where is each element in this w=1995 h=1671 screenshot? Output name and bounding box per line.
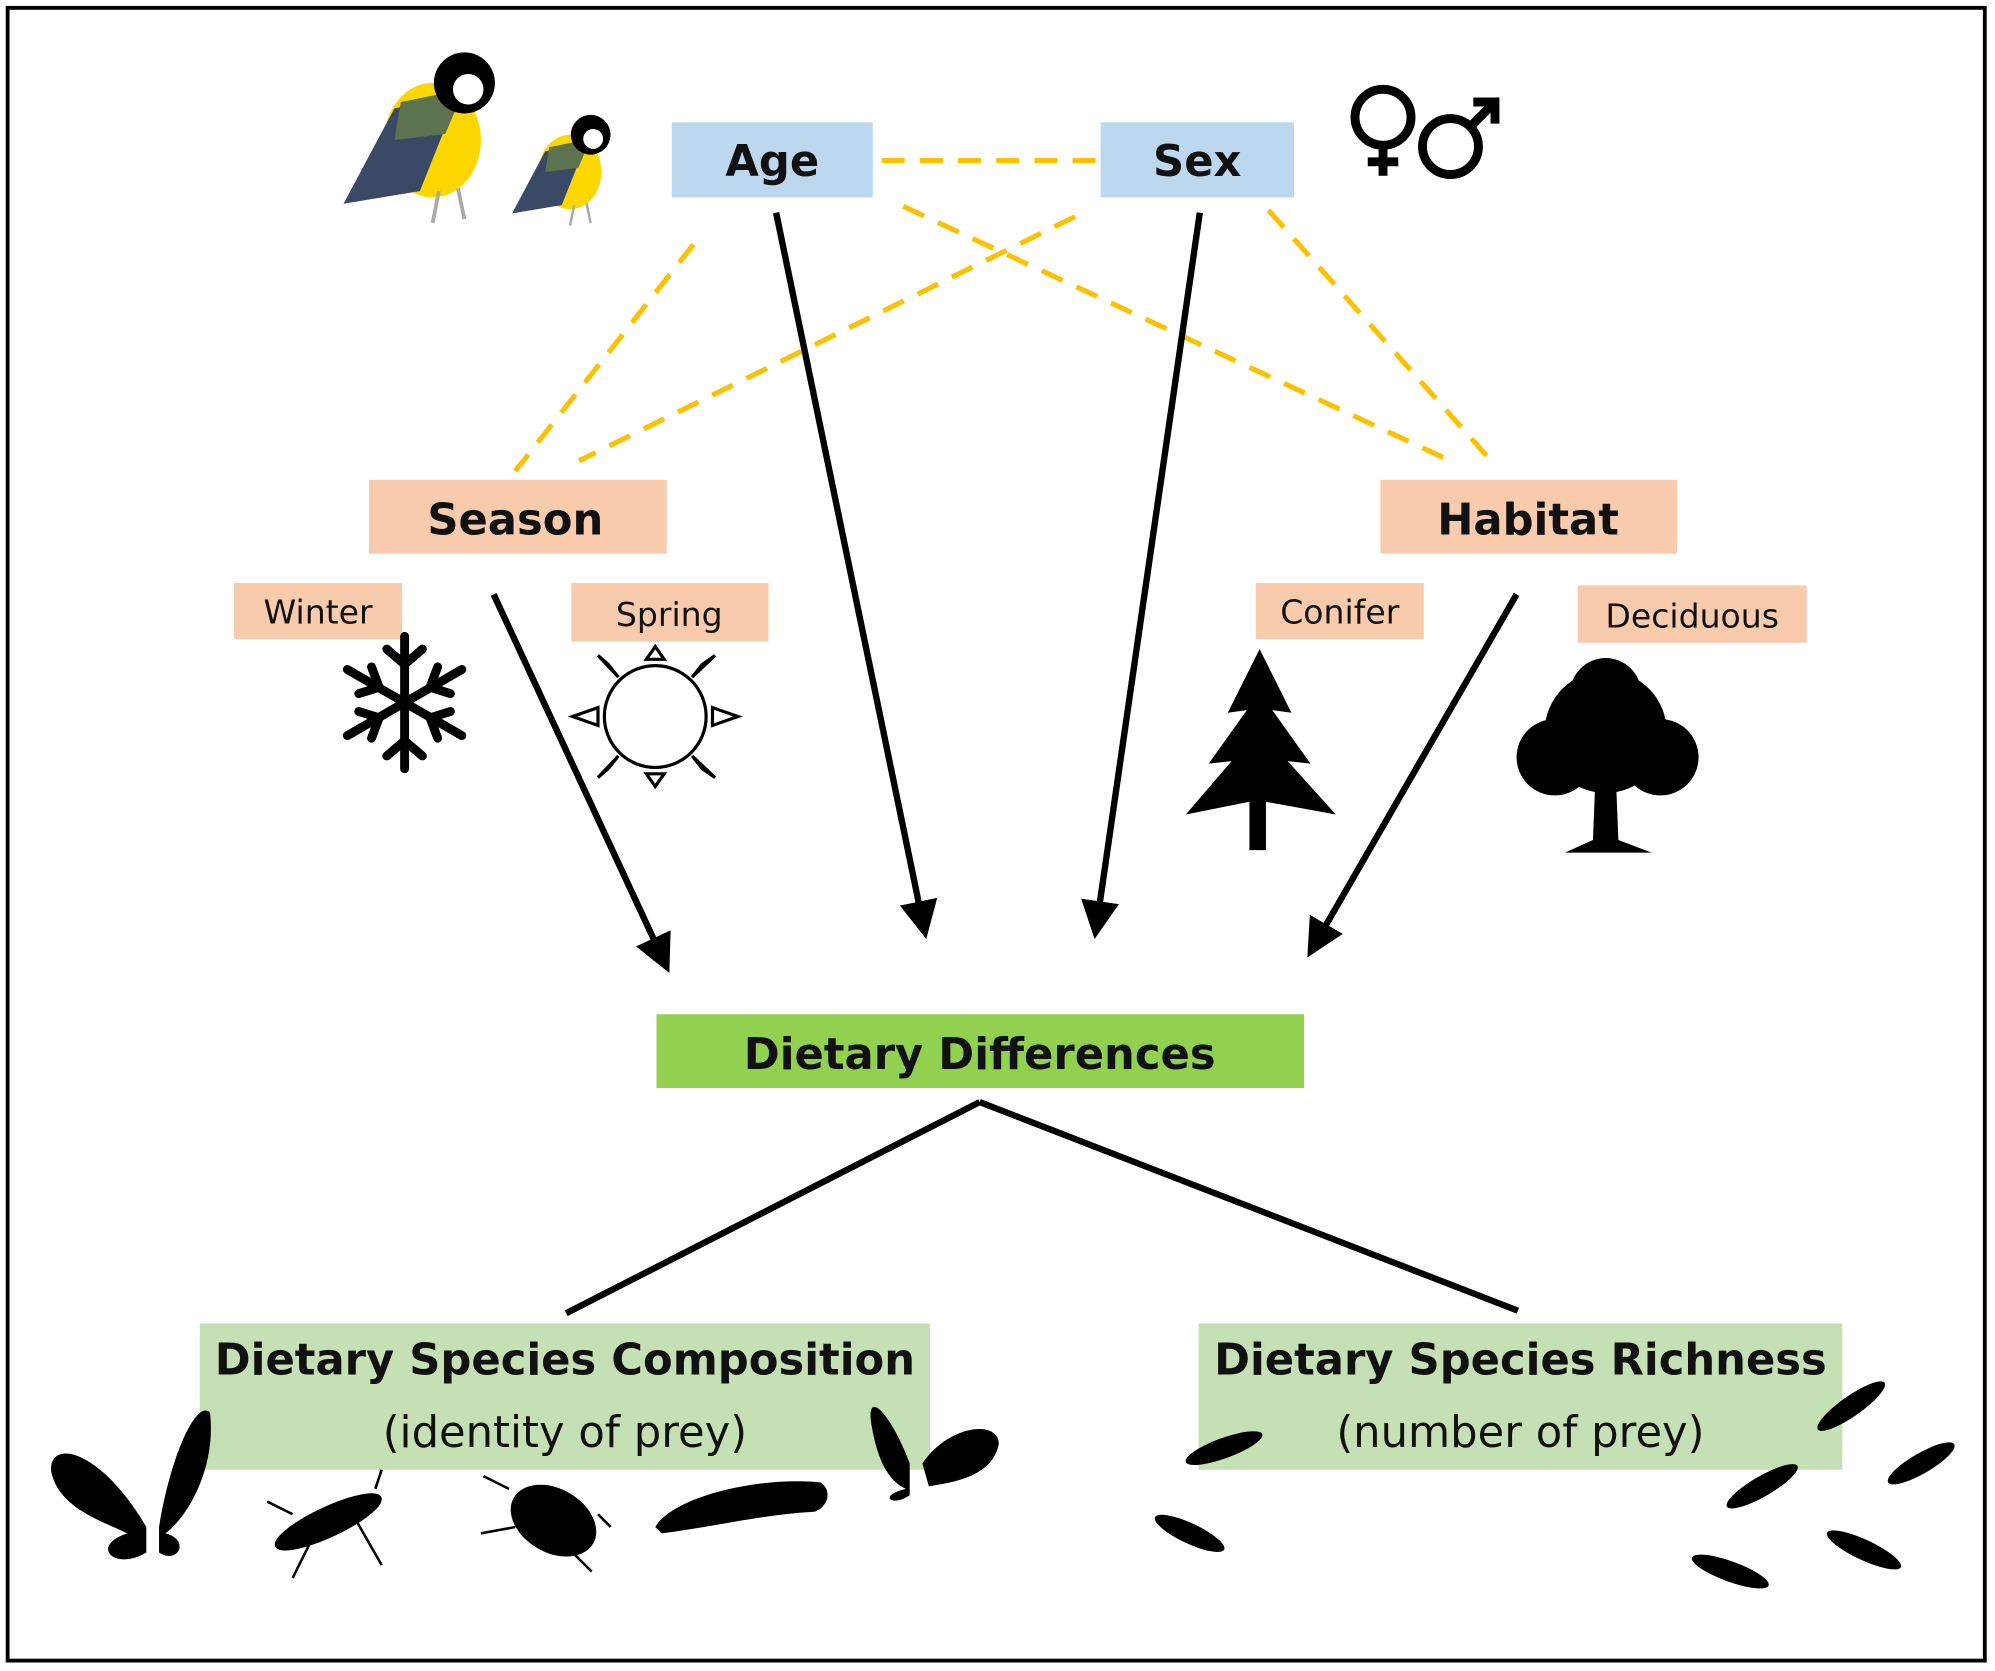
beetle-icon bbox=[1817, 1381, 1886, 1431]
spring-label: Spring bbox=[616, 595, 723, 634]
bug-icon bbox=[480, 1474, 612, 1573]
conifer-label: Conifer bbox=[1280, 593, 1399, 632]
sun-icon bbox=[567, 643, 743, 790]
richness-node: Dietary Species Richness (number of prey… bbox=[1198, 1323, 1843, 1470]
sex-node: Sex bbox=[1100, 122, 1294, 198]
beetle-icon bbox=[1826, 1530, 1902, 1570]
interaction-lines bbox=[513, 157, 1494, 473]
beetle-icon bbox=[1185, 1431, 1263, 1466]
spring-node: Spring bbox=[571, 582, 769, 642]
snowflake-icon bbox=[342, 631, 467, 774]
age-node: Age bbox=[671, 122, 873, 198]
beetle-icon bbox=[1887, 1442, 1955, 1485]
season-node: Season bbox=[368, 479, 667, 554]
richness-subtitle: (number of prey) bbox=[1336, 1408, 1704, 1458]
age-label: Age bbox=[725, 137, 819, 187]
female-male-symbols-icon bbox=[1350, 84, 1500, 179]
butterfly-icon bbox=[870, 1406, 999, 1501]
dietary-differences-label: Dietary Differences bbox=[744, 1030, 1216, 1080]
winter-node: Winter bbox=[234, 582, 403, 639]
composition-subtitle: (identity of prey) bbox=[383, 1408, 747, 1458]
beetle-icon bbox=[1154, 1514, 1225, 1552]
great-tit-birds-icon bbox=[343, 52, 611, 226]
deciduous-tree-icon bbox=[1516, 658, 1699, 853]
conifer-tree-icon bbox=[1185, 649, 1336, 851]
butterfly-icon bbox=[50, 1410, 211, 1560]
conifer-node: Conifer bbox=[1255, 582, 1424, 639]
winter-label: Winter bbox=[264, 593, 373, 632]
deciduous-label: Deciduous bbox=[1605, 596, 1779, 635]
composition-title: Dietary Species Composition bbox=[215, 1335, 915, 1385]
composition-node: Dietary Species Composition (identity of… bbox=[199, 1323, 931, 1470]
deciduous-node: Deciduous bbox=[1577, 585, 1807, 643]
prey-silhouettes bbox=[50, 1381, 1955, 1589]
richness-title: Dietary Species Richness bbox=[1214, 1335, 1827, 1385]
caterpillar-icon bbox=[655, 1481, 828, 1534]
season-label: Season bbox=[427, 496, 603, 546]
beetle-icon bbox=[1726, 1464, 1798, 1509]
habitat-label: Habitat bbox=[1437, 496, 1619, 546]
beetle-icon bbox=[266, 1469, 383, 1579]
dietary-differences-node: Dietary Differences bbox=[656, 1014, 1305, 1089]
beetle-icon bbox=[1691, 1554, 1769, 1589]
effect-arrows bbox=[490, 212, 1520, 1317]
habitat-node: Habitat bbox=[1380, 479, 1677, 554]
sex-label: Sex bbox=[1153, 137, 1241, 187]
